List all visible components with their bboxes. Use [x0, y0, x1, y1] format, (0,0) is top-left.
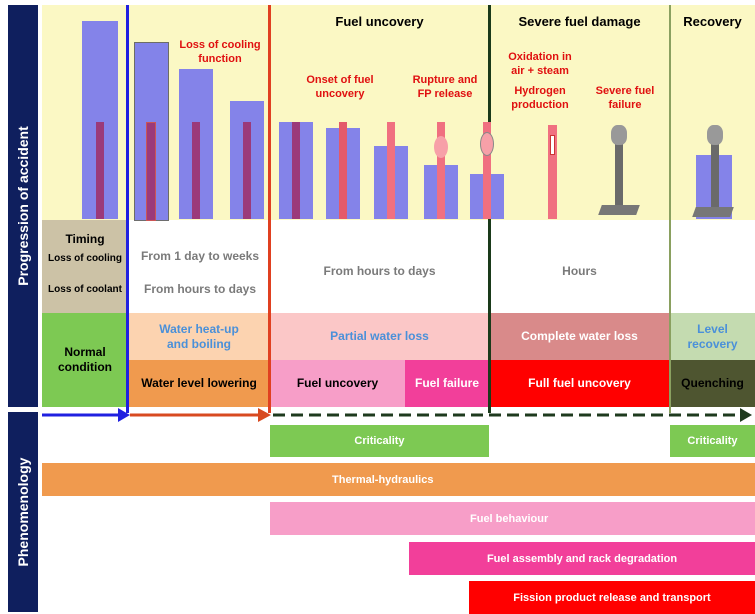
recovery-rod-stem	[711, 140, 719, 210]
normal-condition-label: Normal condition	[58, 345, 112, 374]
failed-rod-debris	[598, 205, 640, 215]
annotation-rupture: Rupture and FP release	[412, 74, 478, 100]
rod-oxide-mark	[550, 135, 555, 155]
timing-area	[128, 220, 755, 313]
fuel-rod-7	[387, 122, 395, 219]
assembly-degradation-label: Fuel assembly and rack degradation	[486, 552, 678, 565]
fuel-behaviour-bar: Fuel behaviour	[270, 502, 755, 535]
fuel-uncovery-state: Fuel uncovery	[270, 360, 405, 407]
phenomenology-label: Phenomenology	[15, 457, 31, 567]
fuel-failure-state-label: Fuel failure	[414, 376, 479, 390]
criticality-bar-1: Criticality	[270, 425, 489, 457]
thermal-hydraulics-label: Thermal-hydraulics	[332, 473, 434, 486]
rod-bulge-9	[480, 132, 494, 156]
fission-product-label: Fission product release and transport	[513, 591, 711, 604]
level-recovery-label: Level recovery	[687, 321, 738, 351]
fuel-rod-1	[96, 122, 104, 219]
timing-hours-days-2: From hours to days	[323, 264, 436, 278]
timing-title: Timing	[65, 232, 105, 246]
divider-blue	[126, 5, 129, 413]
quenching-state: Quenching	[670, 360, 755, 407]
progression-sidebar: Progression of accident	[8, 5, 38, 407]
phase-recovery: Recovery	[683, 14, 742, 29]
timing-hours: Hours	[562, 264, 597, 278]
criticality-bar-2-label: Criticality	[687, 435, 738, 447]
fuel-behaviour-label: Fuel behaviour	[470, 512, 549, 525]
annotation-oxidation: Oxidation in air + steam	[508, 51, 572, 77]
rod-bulge-8	[434, 136, 448, 158]
fuel-rod-9	[483, 122, 491, 219]
phase-fuel-uncovery: Fuel uncovery	[335, 14, 424, 29]
fuel-rod-oxidized	[548, 125, 557, 219]
timeline-arrows	[42, 408, 752, 422]
fuel-rod-2	[146, 122, 156, 221]
water-heatup-label: Water heat-up and boiling	[159, 321, 239, 351]
annotation-hydrogen: Hydrogen production	[511, 85, 569, 111]
timing-legend	[42, 220, 128, 313]
criticality-bar-2: Criticality	[670, 425, 755, 457]
phase-severe-damage: Severe fuel damage	[518, 14, 641, 29]
failed-rod-stem	[615, 140, 623, 210]
water-level-lowering: Water level lowering	[128, 360, 270, 407]
assembly-degradation-bar: Fuel assembly and rack degradation	[409, 542, 755, 575]
thermal-hydraulics-bar: Thermal-hydraulics	[42, 463, 755, 496]
partial-water-loss-label: Partial water loss	[330, 329, 429, 343]
fuel-uncovery-state-label: Fuel uncovery	[296, 376, 379, 390]
annotation-onset-uncovery: Onset of fuel uncovery	[306, 74, 374, 100]
full-fuel-uncovery-state: Full fuel uncovery	[489, 360, 670, 407]
fuel-rod-4	[243, 122, 251, 219]
divider-red	[268, 5, 271, 413]
normal-condition: Normal condition	[42, 313, 128, 407]
timing-loss-cooling: Loss of cooling	[48, 253, 122, 264]
fuel-rod-8	[437, 122, 445, 219]
complete-water-loss-label: Complete water loss	[521, 329, 638, 343]
water-level-lowering-label: Water level lowering	[141, 376, 257, 390]
recovery-rod-debris	[692, 207, 734, 217]
recovery-rod-top	[707, 125, 723, 145]
timing-days-weeks: From 1 day to weeks	[140, 249, 260, 263]
full-fuel-uncovery-state-label: Full fuel uncovery	[528, 376, 631, 390]
water-heatup: Water heat-up and boiling	[128, 313, 270, 360]
annotation-loss-cooling: Loss of cooling function	[179, 39, 261, 65]
arrow-blue-head	[118, 408, 130, 422]
criticality-bar-1-label: Criticality	[354, 435, 405, 447]
fuel-rod-3	[192, 122, 200, 219]
progression-label: Progression of accident	[15, 126, 31, 286]
complete-water-loss: Complete water loss	[489, 313, 670, 360]
fission-product-bar: Fission product release and transport	[469, 581, 755, 614]
quenching-state-label: Quenching	[681, 376, 744, 390]
arrow-red-head	[258, 408, 271, 422]
annotation-severe-failure: Severe fuel failure	[595, 85, 655, 111]
arrow-dashed-head	[740, 408, 752, 422]
phenomenology-sidebar: Phenomenology	[8, 412, 38, 612]
partial-water-loss: Partial water loss	[270, 313, 489, 360]
failed-rod-top	[611, 125, 627, 145]
fuel-failure-state: Fuel failure	[405, 360, 489, 407]
timing-loss-coolant: Loss of coolant	[48, 284, 122, 295]
level-recovery: Level recovery	[670, 313, 755, 360]
divider-olive	[669, 5, 671, 413]
fuel-rod-6	[339, 122, 347, 219]
fuel-rod-5	[292, 122, 300, 219]
timing-hours-days-1: From hours to days	[143, 282, 256, 296]
